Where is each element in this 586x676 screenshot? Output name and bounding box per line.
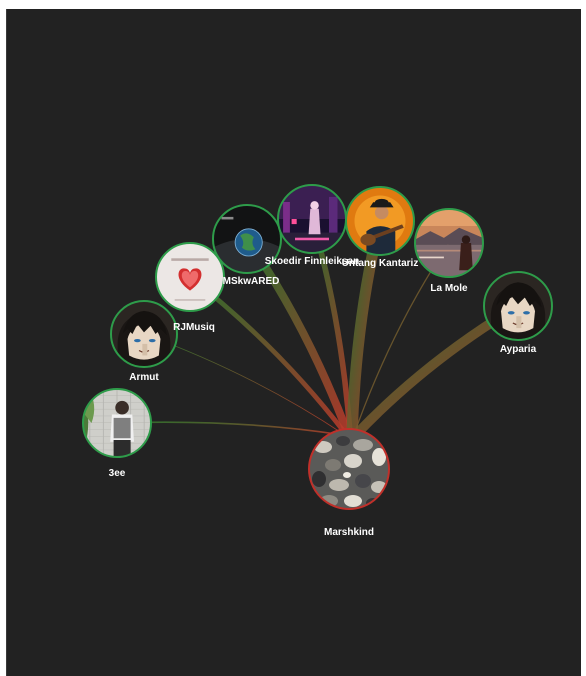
artist-avatar[interactable] [110,300,178,368]
artist-avatar[interactable] [277,184,347,254]
nodes-layer: 3ee Armut RJMusiq MSkwARED Skoedir Finnleiks… [82,184,553,538]
artist-label: RJMusiq [173,322,215,333]
artist-avatar[interactable] [155,242,225,312]
artist-label: Skoedir Finnleiksan [265,256,359,267]
artist-node-la-mole[interactable]: La Mole [414,208,484,294]
artist-avatar[interactable] [82,388,152,458]
artist-relationship-graph[interactable]: 3ee Armut RJMusiq MSkwARED Skoedir Finnleiks… [7,9,581,676]
artist-node-ayparia[interactable]: Ayparia [483,271,553,355]
graph-panel: 3ee Armut RJMusiq MSkwARED Skoedir Finnleiks… [6,9,581,676]
artist-avatar[interactable] [308,428,390,510]
artist-node-3ee[interactable]: 3ee [82,388,152,479]
artist-label: 3ee [109,468,126,479]
artist-avatar[interactable] [414,208,484,278]
artist-node-skoedir-finnleiksan[interactable]: Skoedir Finnleiksan [265,184,359,267]
artist-node-untang-kantariz[interactable]: Untang Kantariz [342,186,419,269]
artist-avatar[interactable] [212,204,282,274]
center-node-marshkind[interactable]: Marshkind [308,428,390,538]
artist-avatar[interactable] [345,186,415,256]
artist-label: Armut [129,372,159,383]
artist-avatar[interactable] [483,271,553,341]
artist-node-rjmusiq[interactable]: RJMusiq [155,242,225,333]
artist-label: Untang Kantariz [342,258,419,269]
artist-label: Marshkind [324,527,374,538]
artist-node-mskwared[interactable]: MSkwARED [212,204,282,287]
artist-label: La Mole [430,283,468,294]
artist-label: Ayparia [500,344,537,355]
artist-node-armut[interactable]: Armut [110,300,178,383]
artist-label: MSkwARED [223,276,280,287]
